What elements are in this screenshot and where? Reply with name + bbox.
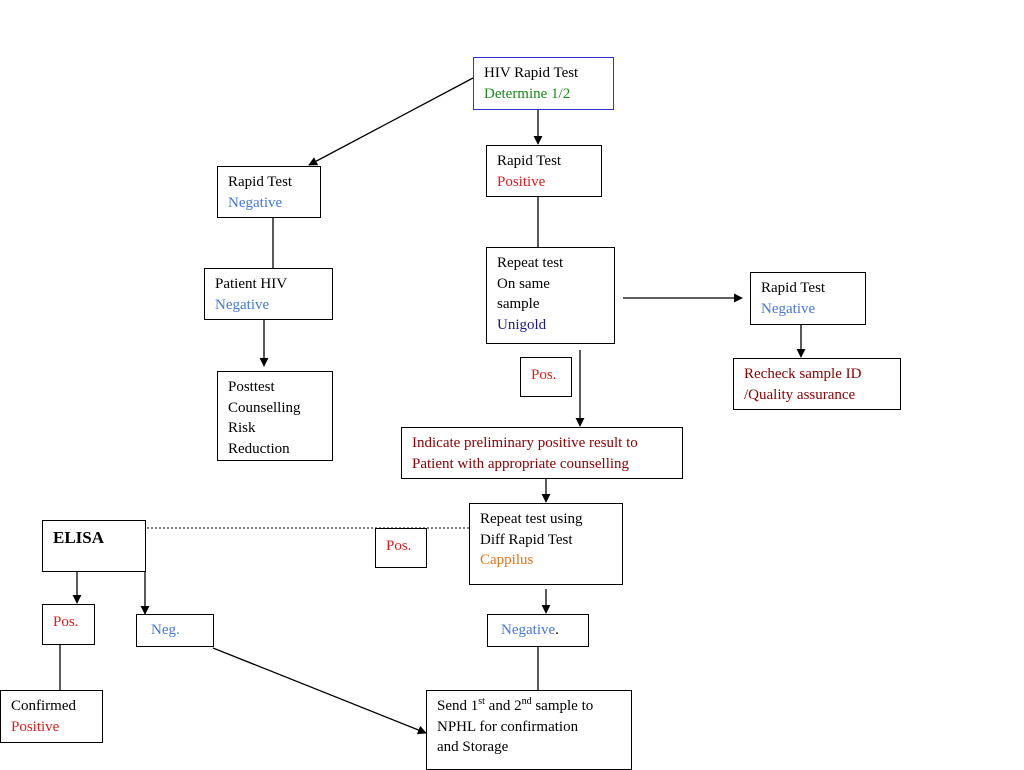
repeat-test-unigold-box: Repeat test On same sample Unigold <box>486 247 615 344</box>
repeat-test-label: Repeat test <box>497 255 564 271</box>
rapid-test-label: Rapid Test <box>761 280 826 296</box>
send-samples-box: Send 1st and 2nd sample to NPHL for conf… <box>426 690 632 770</box>
indicate-preliminary-label: Indicate preliminary positive result to <box>412 435 638 451</box>
on-same-label: On same <box>497 275 550 292</box>
negative-dot: . <box>555 622 559 638</box>
quality-assurance-label: /Quality assurance <box>744 386 856 403</box>
reduction-label: Reduction <box>228 440 290 457</box>
rapid-test-label: Rapid Test <box>228 174 293 190</box>
determine-label: Determine 1/2 <box>484 85 571 102</box>
pos-label: Pos. <box>386 538 412 554</box>
pos-label-box-1: Pos. <box>520 357 572 397</box>
send-sup2: nd <box>521 696 532 707</box>
pos-label: Pos. <box>53 614 79 630</box>
arrow-neg-to-send <box>212 647 427 735</box>
arrow-hiv-to-negative <box>308 77 474 166</box>
send-part2: and 2 <box>484 698 522 714</box>
elisa-pos-box: Pos. <box>42 604 95 645</box>
elisa-label: ELISA <box>53 528 105 547</box>
send-part3: sample to <box>531 698 594 714</box>
storage-label: and Storage <box>437 739 509 755</box>
negative-label: Negative <box>228 194 283 211</box>
recheck-sample-box: Recheck sample ID /Quality assurance <box>733 358 901 410</box>
pos-label: Pos. <box>531 367 557 383</box>
negative-label: Negative <box>501 622 556 638</box>
rapid-test-label: Rapid Test <box>497 153 562 169</box>
risk-label: Risk <box>228 420 256 436</box>
positive-label: Positive <box>497 173 546 190</box>
negative-text: Negative. <box>501 620 575 641</box>
recheck-sample-label: Recheck sample ID <box>744 366 862 382</box>
confirmed-label: Confirmed <box>11 698 76 714</box>
confirmed-positive-box: Confirmed Positive <box>0 690 103 743</box>
hiv-rapid-test-title: HIV Rapid Test <box>484 65 579 81</box>
send-samples-line1: Send 1st and 2nd sample to <box>437 696 621 717</box>
repeat-test-cappilus-box: Repeat test using Diff Rapid Test Cappil… <box>469 503 623 585</box>
unigold-label: Unigold <box>497 316 547 333</box>
positive-label: Positive <box>11 718 60 735</box>
neg-label: Neg. <box>151 622 180 638</box>
repeat-test-using-label: Repeat test using <box>480 511 583 527</box>
negative-label: Negative <box>215 296 270 313</box>
posttest-counselling-box: Posttest Counselling Risk Reduction <box>217 371 333 461</box>
rapid-test-negative-right-box: Rapid Test Negative <box>750 272 866 325</box>
rapid-test-positive-box: Rapid Test Positive <box>486 145 602 197</box>
hiv-rapid-test-box: HIV Rapid Test Determine 1/2 <box>473 57 614 110</box>
send-part1: Send 1 <box>437 698 479 714</box>
posttest-label: Posttest <box>228 379 275 395</box>
patient-hiv-negative-box: Patient HIV Negative <box>204 268 333 320</box>
rapid-test-negative-box: Rapid Test Negative <box>217 166 321 218</box>
nphl-label: NPHL for confirmation <box>437 718 579 735</box>
patient-counselling-label: Patient with appropriate counselling <box>412 455 630 472</box>
elisa-box: ELISA <box>42 520 146 572</box>
sample-label: sample <box>497 296 540 312</box>
indicate-preliminary-box: Indicate preliminary positive result to … <box>401 427 683 479</box>
send-sup1: st <box>478 696 485 707</box>
negative-label: Negative <box>761 300 816 317</box>
elisa-neg-box: Neg. <box>136 614 214 647</box>
cappilus-label: Cappilus <box>480 552 534 568</box>
diff-rapid-test-label: Diff Rapid Test <box>480 531 573 548</box>
counselling-label: Counselling <box>228 399 301 416</box>
negative-cappilus-box: Negative. <box>487 614 589 647</box>
patient-hiv-label: Patient HIV <box>215 276 288 292</box>
pos-label-box-2: Pos. <box>375 528 427 568</box>
